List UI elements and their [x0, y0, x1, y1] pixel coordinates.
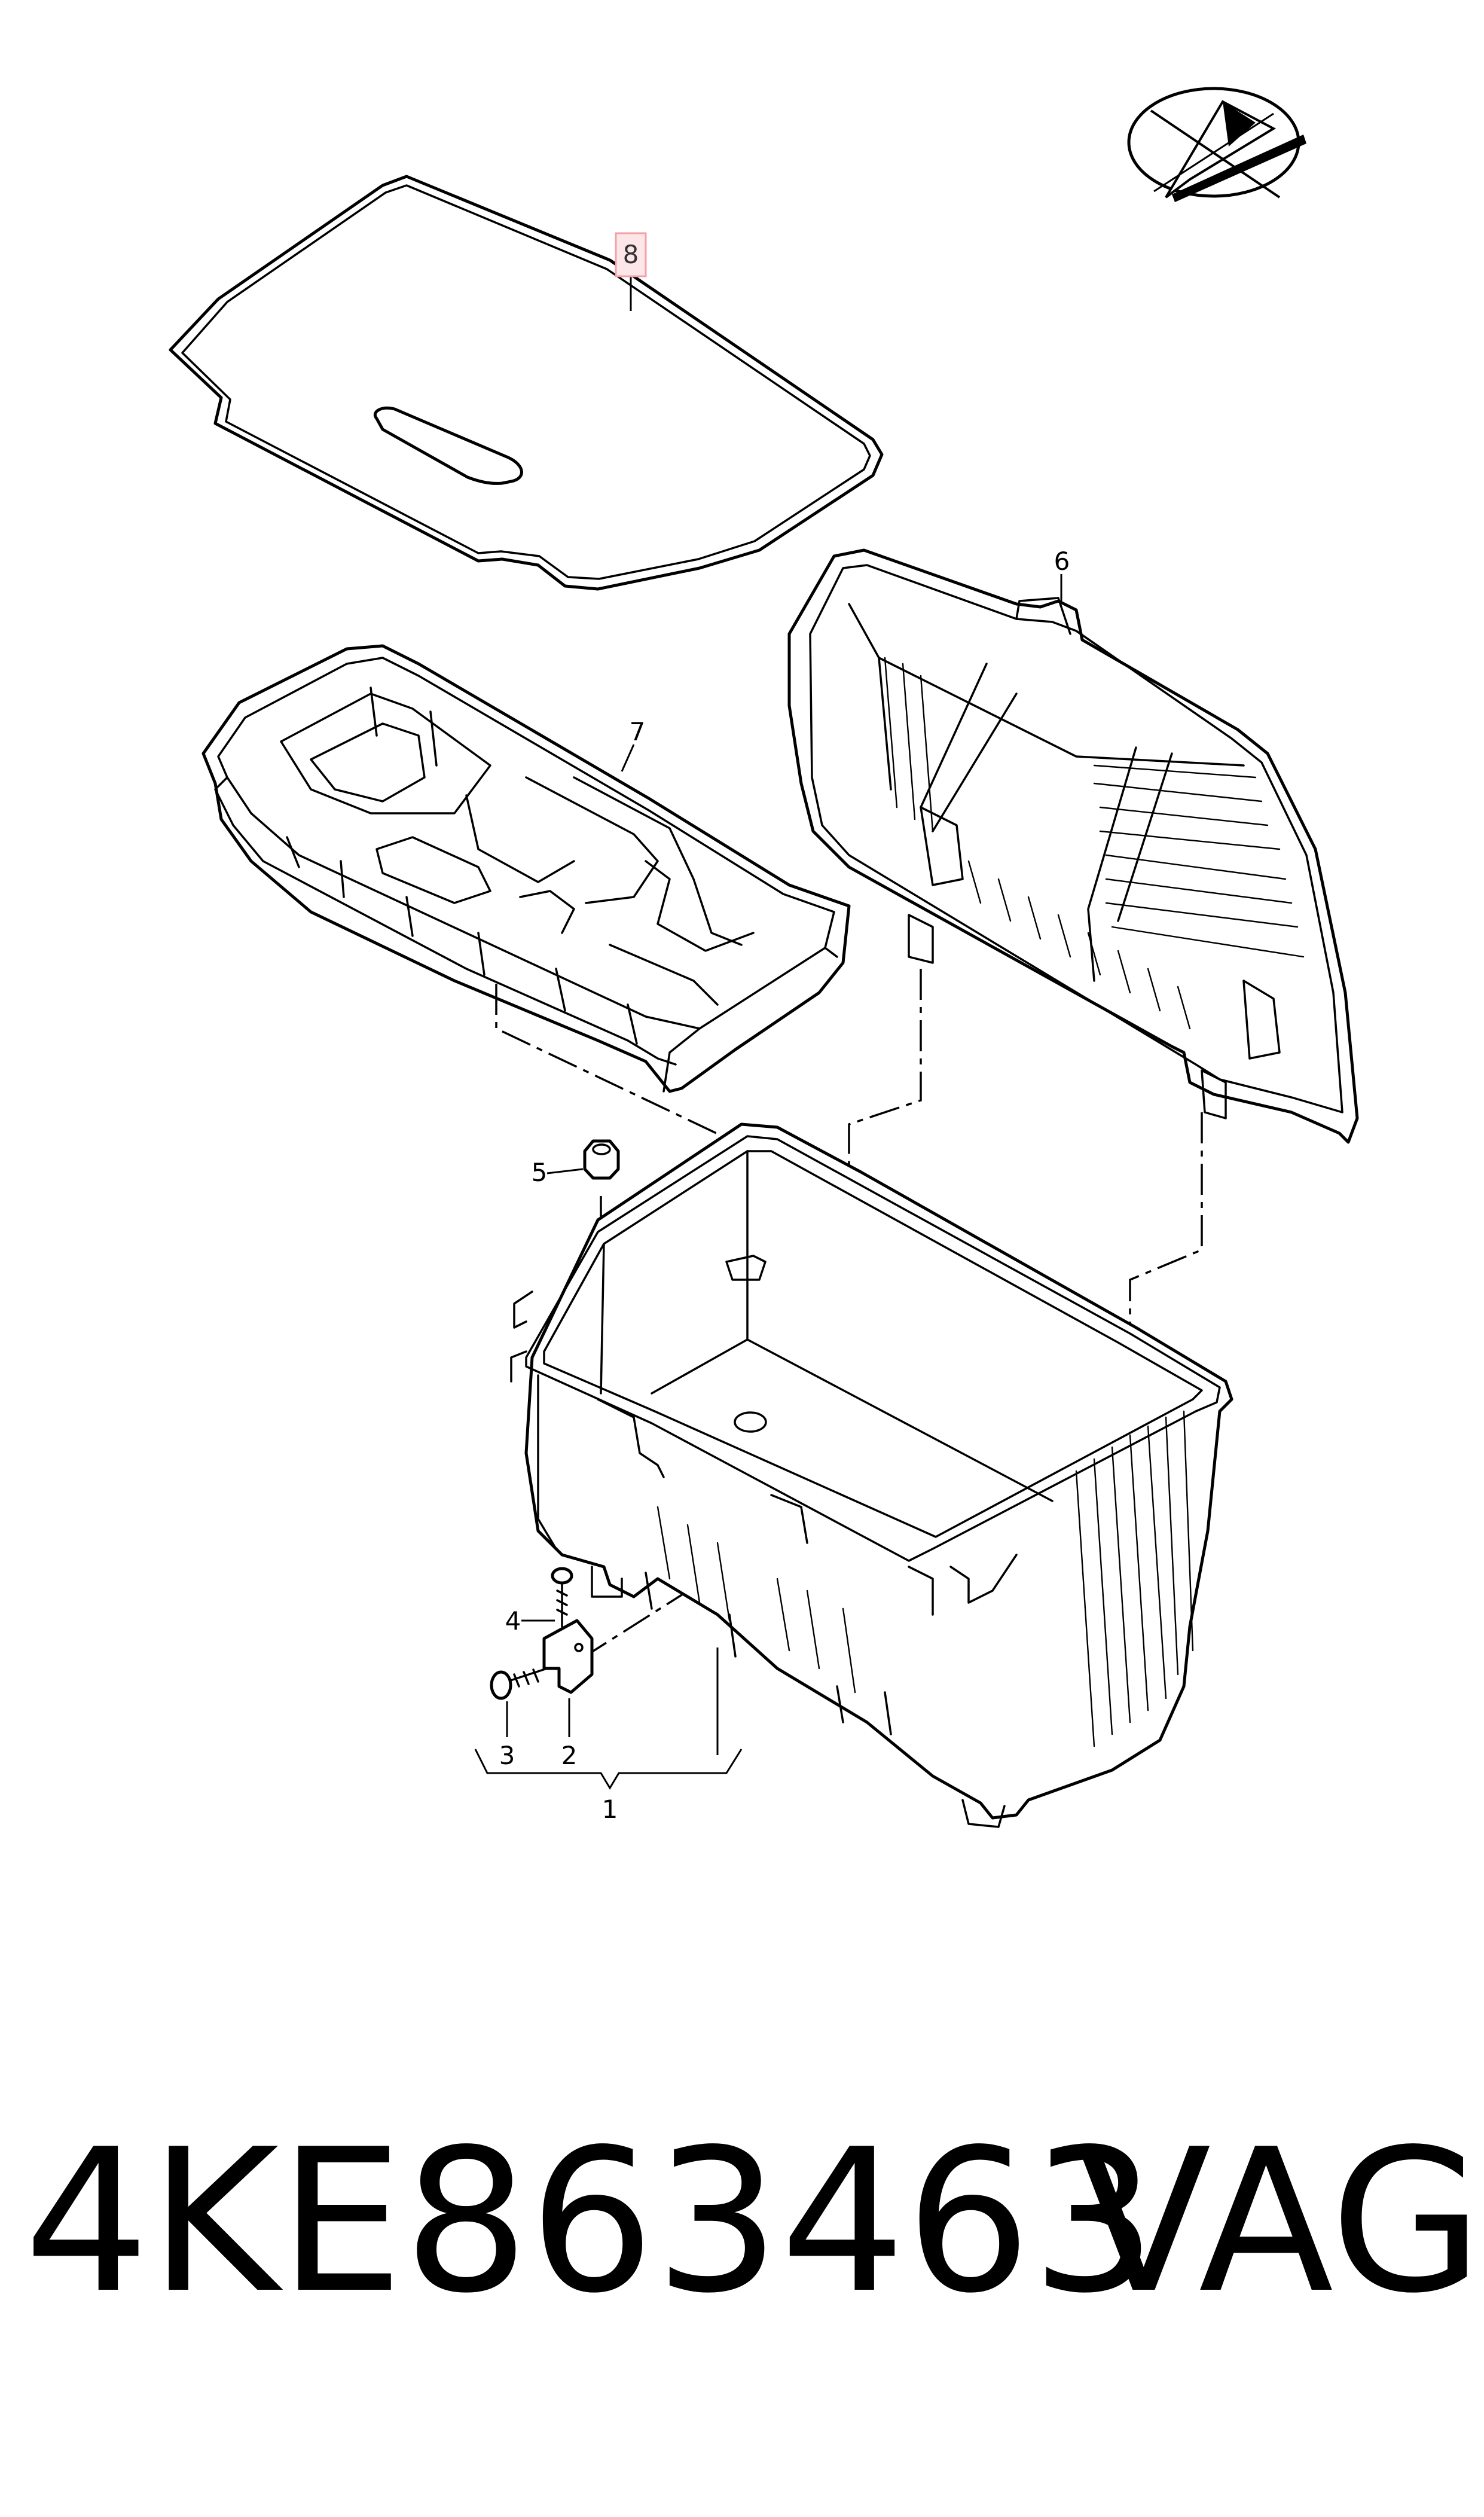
- part-8-floor-cover: [169, 175, 884, 591]
- svg-text:8: 8: [623, 240, 639, 269]
- callout-6: 6: [1054, 547, 1070, 576]
- part-7-storage-insert: [201, 644, 851, 1093]
- callout-8: 8: [615, 232, 647, 277]
- callout-5: 5: [532, 1158, 548, 1187]
- part-5-nut: [583, 1139, 620, 1180]
- callout-3: 3: [499, 1741, 515, 1770]
- leader-lines: [474, 275, 1062, 1790]
- callout-2: 2: [561, 1741, 578, 1770]
- part-6-lid: [787, 548, 1359, 1144]
- callout-7: 7: [630, 717, 646, 746]
- part-3-bolt: [490, 1667, 548, 1700]
- part-number-caption: 4KE863463: [24, 2107, 1157, 2336]
- part-1-housing: [510, 1122, 1233, 1828]
- brand-caption: VAG: [1076, 2107, 1483, 2336]
- part-4-screw: [551, 1567, 573, 1628]
- part-2-bracket: [542, 1619, 594, 1694]
- callout-1: 1: [602, 1795, 618, 1824]
- callout-4: 4: [505, 1606, 521, 1636]
- vw-audi-parts-logo-icon: [1127, 87, 1306, 202]
